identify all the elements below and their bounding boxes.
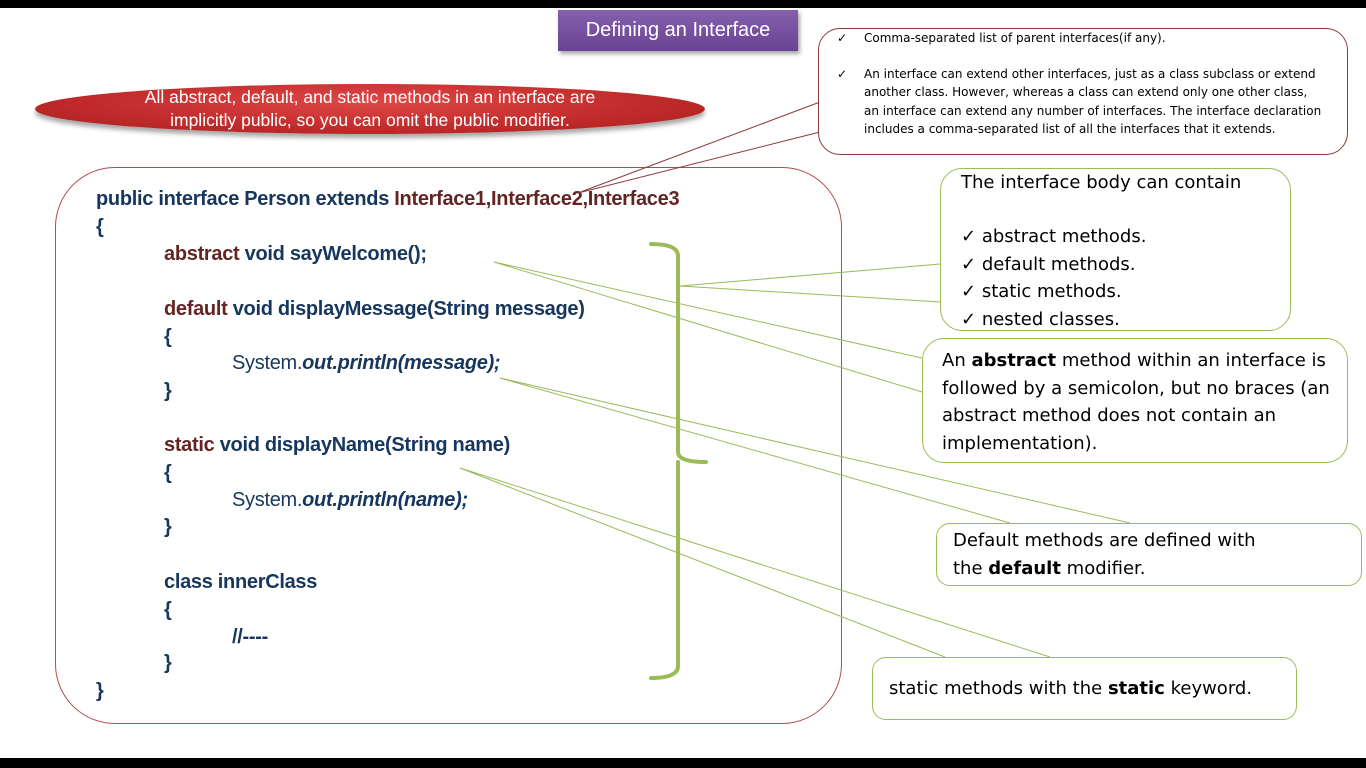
check-icon: ✓ — [961, 308, 977, 330]
text-segment: keyword. — [1164, 678, 1253, 699]
text-segment: method within an interface is followed b… — [942, 350, 1330, 454]
system-prefix: System. — [232, 489, 303, 511]
bold-keyword: default — [988, 558, 1061, 579]
body-list-item: ✓ nested classes. — [961, 306, 1146, 334]
text-segment: static methods with the — [889, 678, 1108, 699]
default-keyword: default — [164, 298, 228, 320]
static-callout-text: static methods with the static keyword. — [889, 675, 1252, 703]
parents-callout: ✓ Comma-separated list of parent interfa… — [818, 28, 1348, 155]
static-method-callout: static methods with the static keyword. — [872, 657, 1297, 720]
code-static-close: } — [164, 516, 172, 538]
body-list-item: ✓ abstract methods. — [961, 223, 1146, 251]
body-list-item: ✓ default methods. — [961, 251, 1146, 279]
default-method-callout: Default methods are defined with the def… — [936, 523, 1362, 586]
code-abstract-method: abstract void sayWelcome(); — [164, 243, 427, 266]
body-list-item-text: nested classes. — [981, 308, 1120, 330]
default-signature: void displayMessage(String message) — [227, 298, 585, 320]
check-icon: ✓ — [837, 31, 848, 45]
abstract-method-callout: An abstract method within an interface i… — [922, 338, 1348, 463]
code-static-open: { — [164, 462, 172, 484]
text-segment: modifier. — [1060, 558, 1146, 579]
default-callout-line-2: the default modifier. — [953, 555, 1146, 583]
code-interface-declaration: public interface Person extends Interfac… — [96, 188, 680, 211]
abstract-signature: void sayWelcome(); — [239, 243, 427, 265]
code-static-body: System.out.println(name); — [232, 489, 468, 512]
parents-item-1-text: Comma-separated list of parent interface… — [864, 31, 1166, 45]
code-default-method: default void displayMessage(String messa… — [164, 298, 585, 321]
static-signature: void displayName(String name) — [214, 434, 511, 456]
bold-keyword: static — [1107, 678, 1165, 699]
parents-item-2-text: An interface can extend other interfaces… — [864, 67, 1322, 136]
interface-body-callout: The interface body can contain ✓ abstrac… — [940, 168, 1291, 331]
code-static-method: static void displayName(String name) — [164, 434, 510, 457]
parents-item-2: ✓ An interface can extend other interfac… — [837, 65, 1324, 138]
code-inner-close: } — [164, 652, 172, 674]
abstract-callout-text: An abstract method within an interface i… — [942, 347, 1337, 457]
text-segment: the — [953, 558, 989, 579]
text-segment: An — [942, 350, 972, 371]
declaration-text: public interface Person extends — [96, 188, 395, 210]
println-call: out.println(name); — [302, 489, 468, 511]
bottom-black-bar — [0, 758, 1366, 768]
check-icon: ✓ — [961, 281, 977, 302]
println-call: out.println(message); — [302, 352, 501, 374]
check-icon: ✓ — [961, 253, 977, 275]
code-inner-open: { — [164, 599, 172, 621]
check-icon: ✓ — [837, 67, 848, 81]
abstract-keyword: abstract — [164, 243, 240, 265]
code-close-brace: } — [96, 680, 104, 702]
note-line-2: implicitly public, so you can omit the p… — [170, 110, 570, 130]
body-callout-heading: The interface body can contain — [961, 172, 1242, 193]
default-callout-line-1: Default methods are defined with — [953, 530, 1256, 551]
code-inner-class: class innerClass — [164, 571, 318, 593]
bold-keyword: abstract — [971, 350, 1057, 371]
system-prefix: System. — [232, 352, 303, 374]
public-modifier-note: All abstract, default, and static method… — [35, 84, 705, 134]
code-default-open: { — [164, 326, 172, 348]
code-default-close: } — [164, 380, 172, 402]
static-keyword: static — [164, 434, 215, 456]
note-line-1: All abstract, default, and static method… — [144, 87, 596, 107]
top-black-bar — [0, 0, 1366, 8]
parent-interfaces: Interface1,Interface2,Interface3 — [394, 188, 680, 210]
code-default-body: System.out.println(message); — [232, 352, 501, 375]
body-list-item-text: default methods. — [981, 253, 1136, 275]
body-list-item-text: abstract methods. — [981, 226, 1147, 247]
code-inner-body: //---- — [232, 626, 268, 648]
code-open-brace: { — [96, 216, 104, 238]
body-callout-list: ✓ abstract methods. ✓ default methods. ✓… — [961, 223, 1146, 333]
slide-title: Defining an Interface — [558, 10, 798, 51]
check-icon: ✓ — [961, 226, 977, 247]
body-list-item-text: static methods. — [981, 281, 1122, 302]
parents-item-1: ✓ Comma-separated list of parent interfa… — [837, 29, 1324, 47]
body-list-item: ✓ static methods. — [961, 278, 1146, 306]
